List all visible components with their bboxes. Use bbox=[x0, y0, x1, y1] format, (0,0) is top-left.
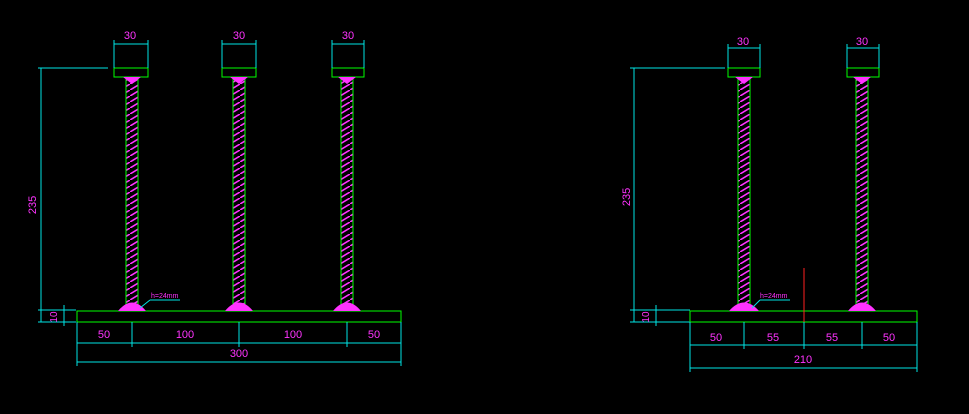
left-top-width-1: 30 bbox=[124, 30, 136, 42]
right-total-width: 210 bbox=[794, 354, 812, 366]
right-top-dimensions bbox=[727, 44, 880, 68]
left-bottom-seg-4: 50 bbox=[368, 329, 380, 341]
left-rebar-2 bbox=[221, 67, 257, 311]
left-rebar-3 bbox=[331, 67, 365, 311]
left-top-dimensions bbox=[113, 40, 365, 68]
left-height-dimension bbox=[38, 67, 108, 326]
right-height-dimension bbox=[630, 67, 725, 326]
left-plate-thickness-label: 10 bbox=[49, 311, 60, 323]
right-height-label: 235 bbox=[621, 188, 633, 206]
right-bottom-seg-1: 50 bbox=[710, 332, 722, 344]
right-top-width-2: 30 bbox=[856, 36, 868, 48]
right-rebar-1 bbox=[727, 67, 761, 311]
left-bottom-dimensions bbox=[76, 322, 402, 366]
right-rebar-2 bbox=[846, 67, 880, 311]
right-bottom-seg-2: 55 bbox=[767, 332, 779, 344]
right-weld-leader bbox=[751, 299, 790, 309]
left-height-label: 235 bbox=[27, 196, 39, 214]
right-plate-thickness-label: 10 bbox=[641, 311, 652, 323]
left-bottom-seg-2: 100 bbox=[176, 329, 194, 341]
left-top-width-2: 30 bbox=[233, 30, 245, 42]
right-drawing: 235 10 30 30 h=24mm bbox=[621, 36, 918, 372]
right-bottom-dimensions bbox=[689, 322, 918, 372]
left-top-width-3: 30 bbox=[342, 30, 354, 42]
left-bottom-seg-3: 100 bbox=[284, 329, 302, 341]
right-weld-note: h=24mm bbox=[760, 293, 788, 300]
left-bottom-seg-1: 50 bbox=[98, 329, 110, 341]
left-rebar-1 bbox=[113, 67, 149, 311]
left-weld-note: h=24mm bbox=[151, 293, 179, 300]
right-bottom-seg-4: 50 bbox=[883, 332, 895, 344]
right-bottom-seg-3: 55 bbox=[826, 332, 838, 344]
left-base-plate bbox=[76, 310, 402, 323]
right-top-width-1: 30 bbox=[737, 36, 749, 48]
left-drawing: 235 10 30 30 30 bbox=[27, 30, 402, 366]
left-total-width: 300 bbox=[230, 348, 248, 360]
left-weld-leader bbox=[139, 299, 180, 309]
